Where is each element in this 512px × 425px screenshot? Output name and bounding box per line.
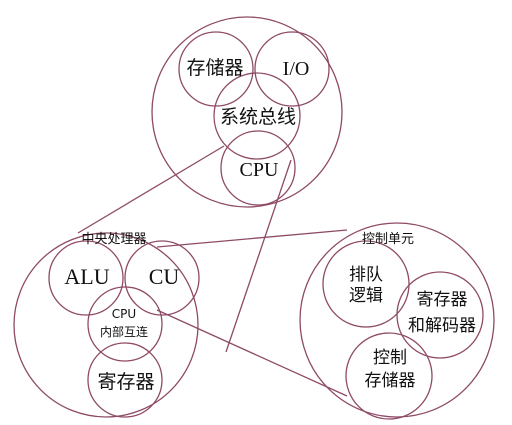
cu-label: CU	[149, 264, 180, 289]
registers-label: 寄存器	[97, 371, 154, 393]
cpu-group-circle	[13, 232, 199, 418]
cpu-interconnect-circle	[87, 286, 163, 362]
cpu-label: CPU	[240, 159, 279, 181]
cpu-interconnect-label-line1: CPU	[112, 307, 136, 321]
sequencing-logic-circle	[322, 240, 410, 328]
memory-circle	[178, 31, 254, 107]
register-decoder-circle	[396, 271, 484, 359]
control-memory-circle	[345, 332, 433, 420]
registers-circle	[87, 342, 163, 418]
system-bus-label: 系统总线	[220, 106, 296, 128]
sequencing-logic-label-line1: 排队	[349, 265, 383, 285]
cu-circle	[124, 240, 200, 316]
cpu-group-label: 中央处理器	[81, 232, 146, 247]
register-decoder-label-line1: 寄存器	[417, 290, 468, 310]
system-bus-circle	[213, 72, 301, 160]
io-label: I/O	[283, 58, 310, 80]
zoom-line-cpu-left	[77, 145, 225, 234]
memory-label: 存储器	[186, 57, 243, 79]
register-decoder-label-line2: 和解码器	[408, 316, 476, 336]
zoom-line-cu-bottom	[156, 309, 348, 397]
io-circle	[254, 31, 330, 107]
cpu-circle	[220, 130, 296, 206]
control-memory-label-line2: 存储器	[365, 371, 416, 391]
zoom-line-cpu-right	[225, 159, 292, 353]
alu-label: ALU	[64, 264, 109, 289]
cpu-interconnect-label-line2: 内部互连	[100, 324, 148, 339]
control-memory-label-line1: 控制	[373, 348, 407, 368]
sequencing-logic-label-line2: 逻辑	[349, 286, 383, 306]
zoom-line-cu-top	[156, 229, 348, 248]
control-unit-label: 控制单元	[362, 232, 414, 247]
computer-system-circle	[151, 16, 343, 208]
control-unit-circle	[299, 222, 495, 418]
alu-circle	[48, 240, 124, 316]
